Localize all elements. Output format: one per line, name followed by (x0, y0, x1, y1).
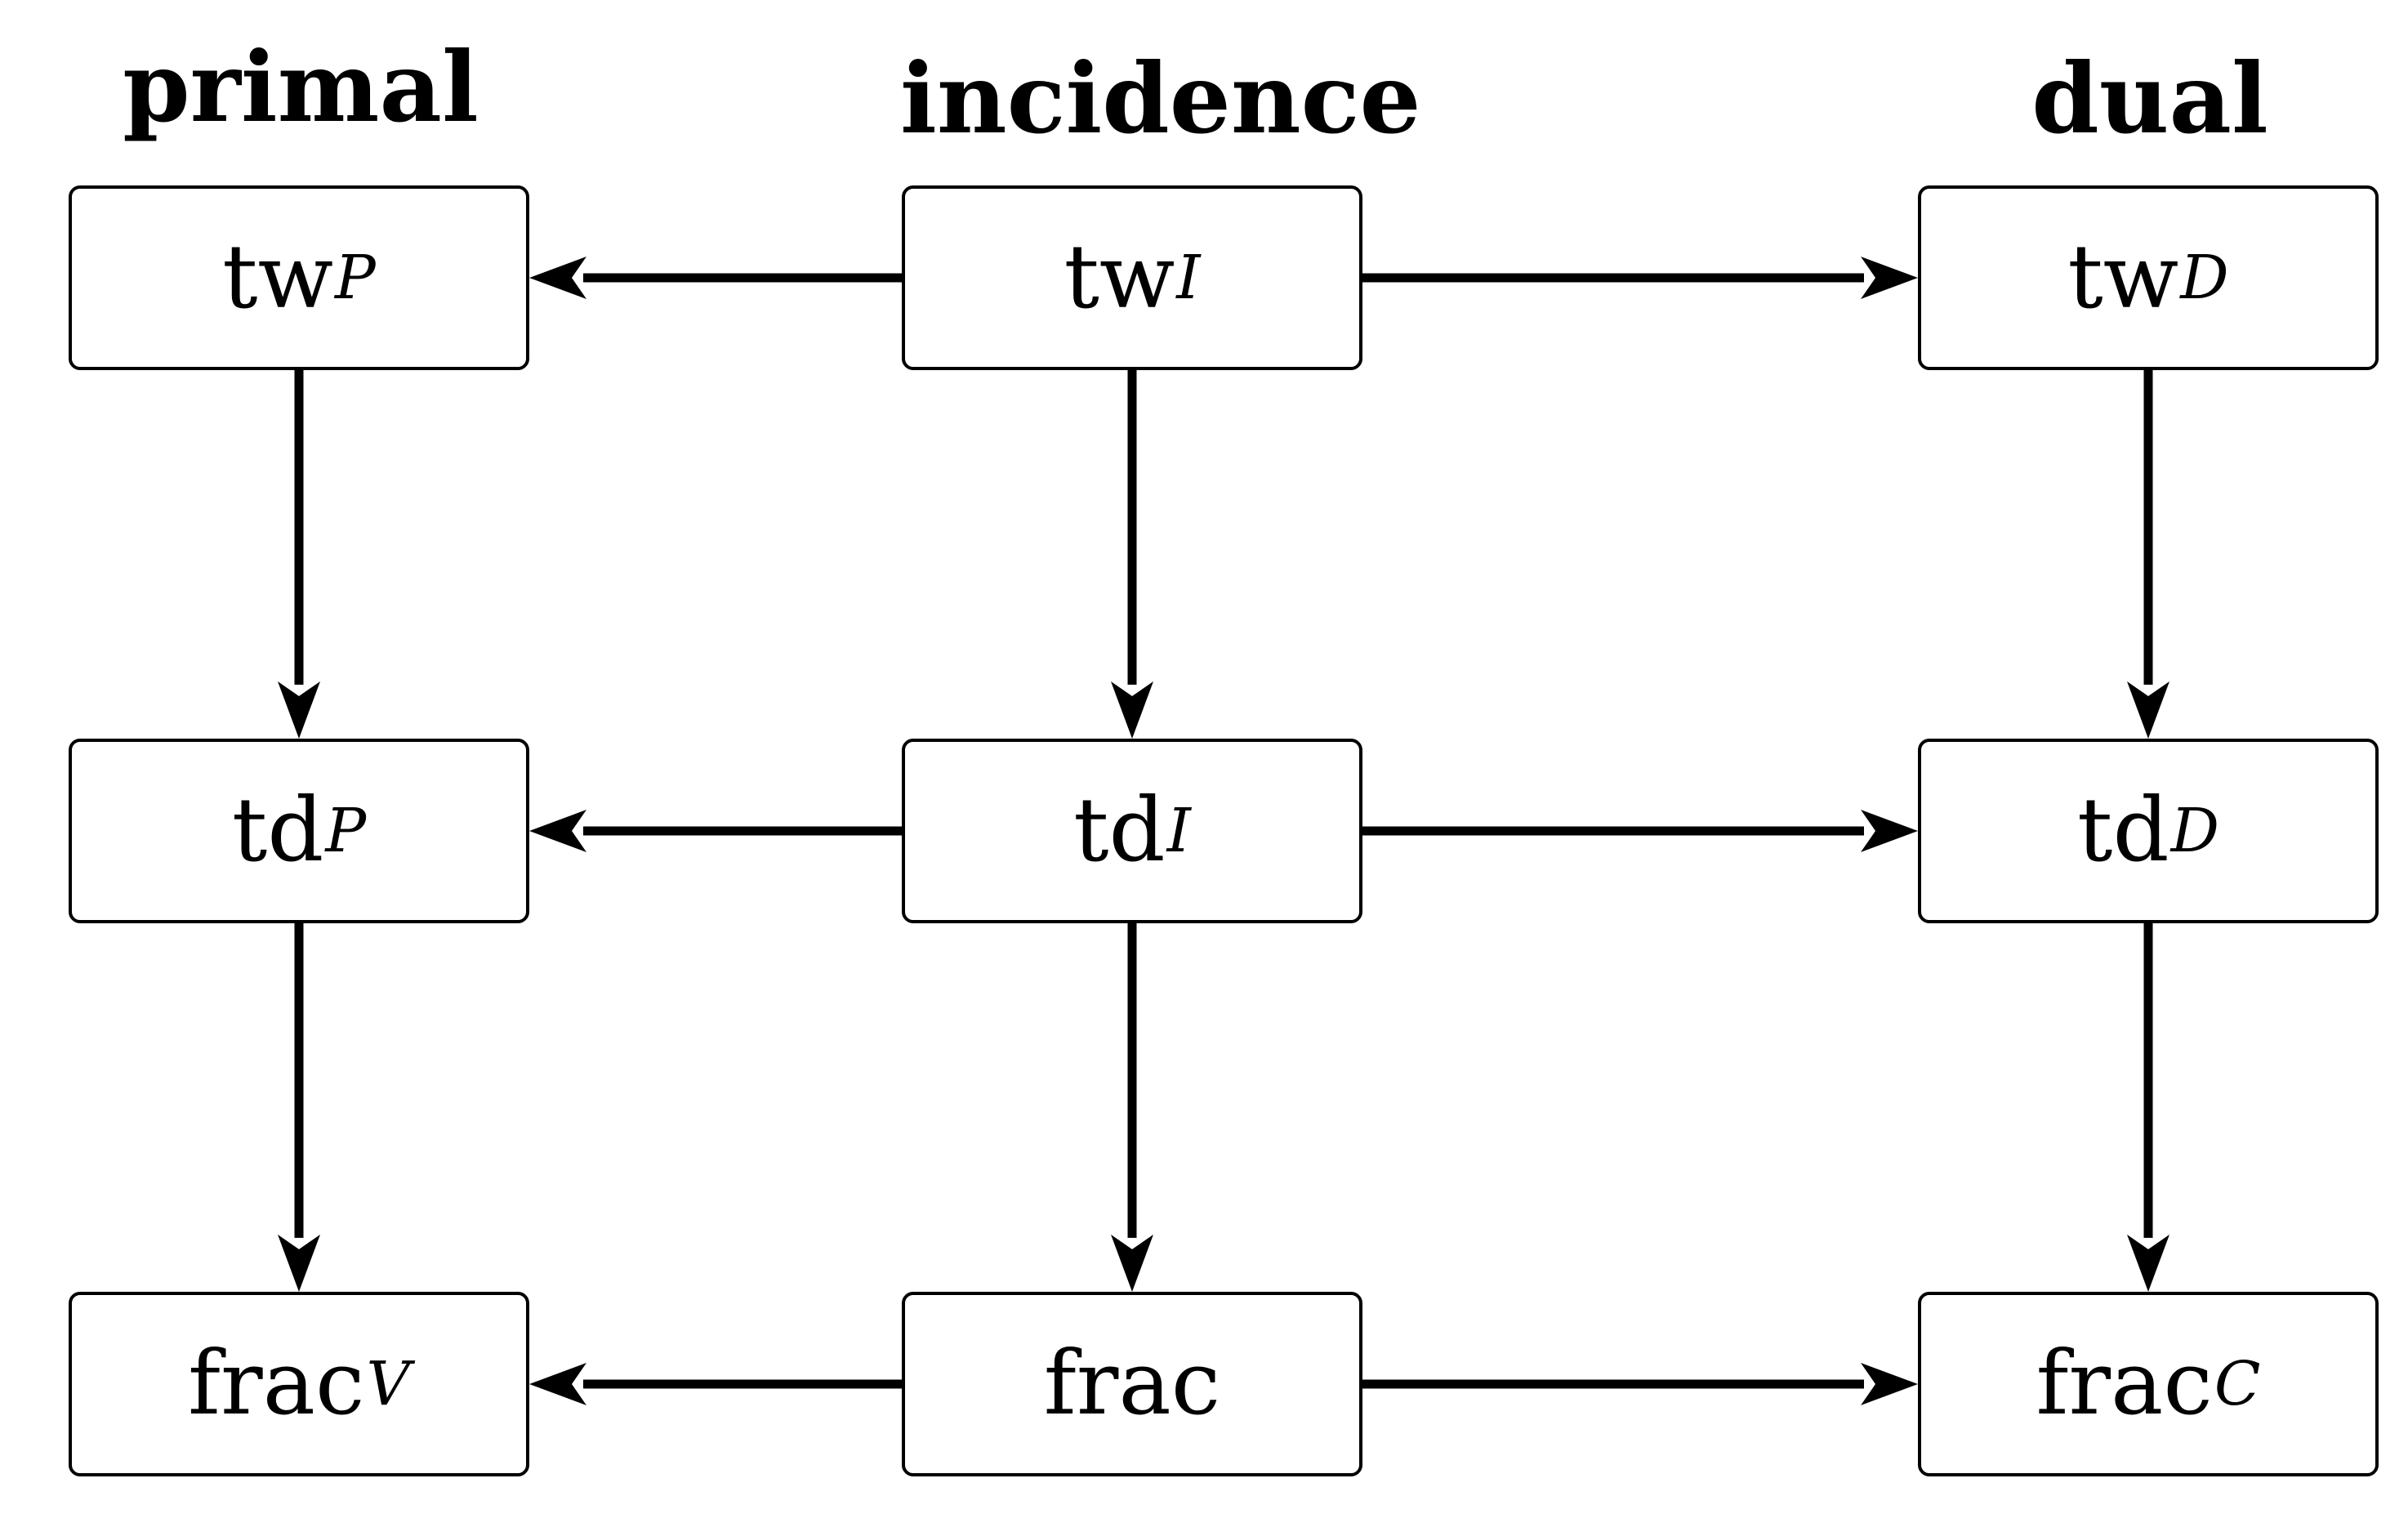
arrowhead-tw_i-to-tw_d (1861, 257, 1918, 299)
header-dual: dual (2031, 42, 2268, 155)
arrowhead-frac-to-frac_v (529, 1363, 586, 1405)
arrowhead-td_i-to-td_d (1861, 810, 1918, 852)
node-label: tw (1064, 226, 1175, 328)
node-subscript: I (1176, 243, 1201, 313)
node-label: tw (222, 226, 334, 328)
arrowhead-td_i-to-frac (1111, 1235, 1153, 1292)
node-label: frac (188, 1333, 365, 1435)
arrowhead-tw_p-to-td_p (278, 681, 320, 739)
node-subscript: I (1166, 796, 1191, 866)
node-subscript: V (366, 1349, 410, 1419)
arrowhead-td_p-to-frac_v (278, 1235, 320, 1292)
arrowhead-td_i-to-td_p (529, 810, 586, 852)
node-label: td (1073, 779, 1166, 882)
arrowhead-tw_d-to-td_d (2127, 681, 2169, 739)
node-frac-incidence: frac (902, 1292, 1362, 1476)
arrowhead-tw_i-to-tw_p (529, 257, 586, 299)
node-label: tw (2067, 226, 2179, 328)
node-label: td (2077, 779, 2169, 882)
node-subscript: P (325, 796, 367, 866)
node-subscript: C (2214, 1349, 2261, 1419)
arrowhead-td_d-to-frac_c (2127, 1235, 2169, 1292)
node-subscript: P (335, 243, 376, 313)
header-primal: primal (123, 30, 479, 144)
arrowhead-frac-to-frac_c (1861, 1363, 1918, 1405)
node-subscript: D (2180, 243, 2229, 313)
node-label: frac (1043, 1333, 1221, 1435)
header-incidence: incidence (900, 42, 1421, 155)
node-subscript: D (2170, 796, 2219, 866)
node-label: td (231, 779, 324, 882)
arrowhead-tw_i-to-td_i (1111, 681, 1153, 739)
node-label: frac (2036, 1333, 2213, 1435)
